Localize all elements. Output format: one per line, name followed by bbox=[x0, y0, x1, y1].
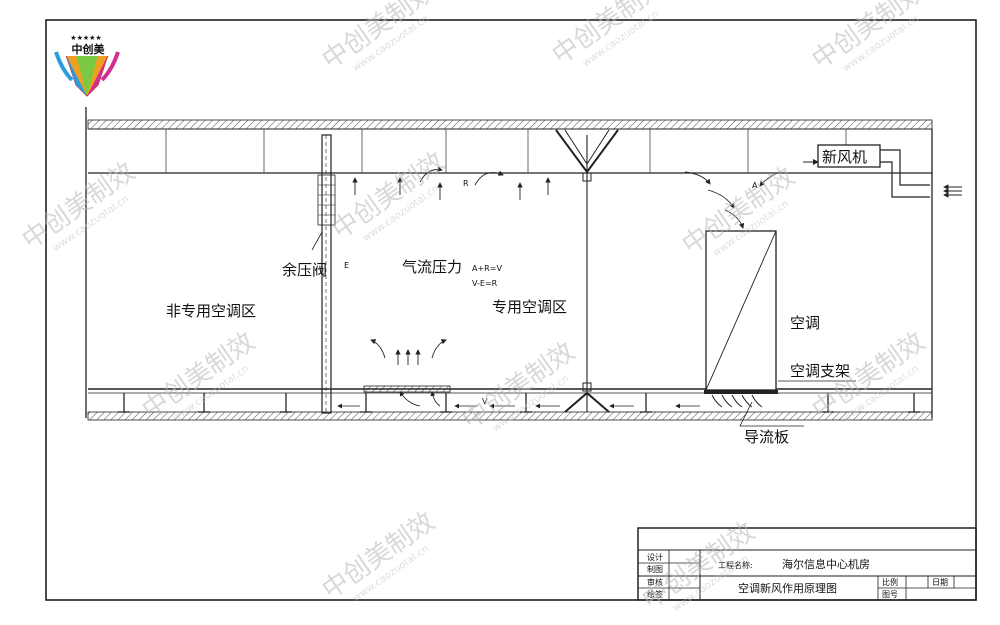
airflow-arrows-ac bbox=[684, 171, 781, 229]
watermark-layer: 中创美制效 www.caozuotal.cn 中创美制效 www.caozuot… bbox=[17, 0, 931, 616]
deflector-label: 导流板 bbox=[744, 428, 789, 446]
fresh-air-inlet-arrows bbox=[943, 184, 962, 198]
non-dedicated-zone-label: 非专用空调区 bbox=[166, 302, 256, 320]
deflector bbox=[711, 394, 763, 408]
airflow-arrows-up bbox=[352, 166, 551, 365]
tb-project-name-label: 工程名称: bbox=[718, 560, 753, 570]
fresh-air-unit-label: 新风机 bbox=[822, 148, 867, 166]
tb-drawing-title: 空调新风作用原理图 bbox=[738, 581, 837, 595]
dedicated-zone-label: 专用空调区 bbox=[492, 298, 567, 316]
letter-e: E bbox=[344, 261, 349, 270]
relief-valve-label: 余压阀 bbox=[282, 261, 327, 279]
tb-project-name: 海尔信息中心机房 bbox=[782, 557, 870, 571]
tb-review: 审核 bbox=[647, 577, 663, 587]
fresh-air-unit: 新风机 bbox=[803, 144, 930, 198]
air-conditioner bbox=[704, 230, 778, 394]
air-conditioner-label: 空调 bbox=[790, 314, 820, 332]
tb-drawing: 绘签 bbox=[647, 589, 663, 599]
formula-2: V-E=R bbox=[472, 279, 498, 288]
tb-scale: 比例 bbox=[882, 577, 898, 587]
tb-drafting: 制图 bbox=[647, 564, 663, 574]
logo-text: 中创美 bbox=[72, 42, 106, 56]
letter-r: R bbox=[463, 179, 469, 188]
watermark-mark: 中创美制效 bbox=[807, 0, 931, 76]
ac-bracket-label: 空调支架 bbox=[790, 362, 850, 380]
logo-stars: ★★★★★ bbox=[70, 34, 101, 42]
letter-v: V bbox=[482, 397, 488, 406]
tb-design: 设计 bbox=[647, 552, 663, 562]
ceiling bbox=[85, 107, 933, 418]
curtain-divider bbox=[555, 129, 619, 413]
letter-a: A bbox=[752, 181, 758, 190]
drawing-frame bbox=[45, 19, 977, 601]
tb-date: 日期 bbox=[932, 578, 948, 587]
underfloor-airflow bbox=[337, 391, 700, 409]
partition-wall bbox=[317, 134, 336, 414]
air-pressure-label: 气流压力 bbox=[402, 258, 462, 276]
raised-floor bbox=[87, 385, 933, 421]
tb-drawing-no: 图号 bbox=[882, 590, 898, 599]
formula-1: A+R=V bbox=[472, 264, 502, 273]
title-block bbox=[637, 527, 977, 601]
watermark-mark: 中创美制效 bbox=[317, 0, 441, 76]
logo: ★★★★★ 中创美 bbox=[54, 34, 120, 97]
